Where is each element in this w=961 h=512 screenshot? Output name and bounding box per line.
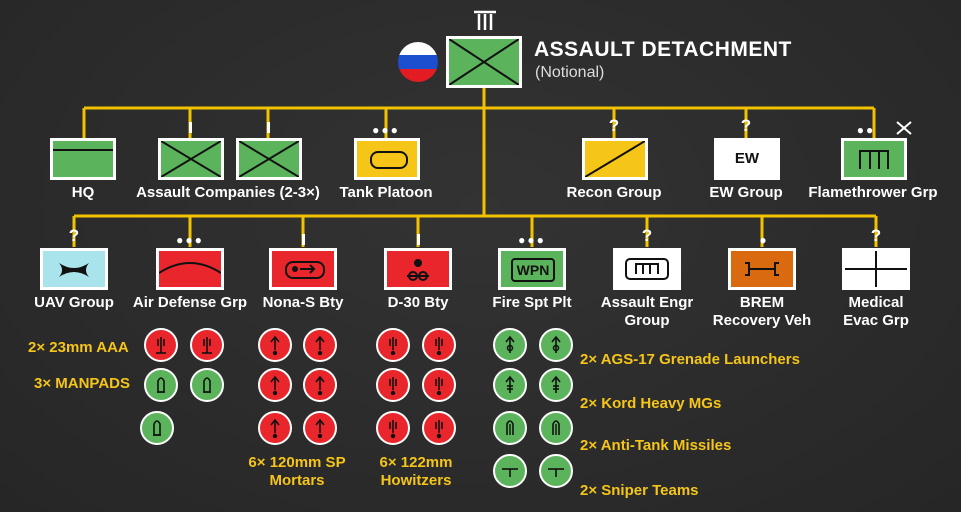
flamethrower-icon: [894, 120, 914, 136]
unknown-echelon-marker: ?: [608, 116, 620, 135]
howitzer-icon: [422, 328, 456, 362]
russia-flag-icon: [398, 42, 438, 82]
nona-s-bty-symbol: [269, 248, 337, 290]
equip-label-kord: 2× Kord Heavy MGs: [580, 395, 722, 412]
unknown-echelon-marker: ?: [68, 226, 80, 245]
equip-label-howitzers-2: Howitzers: [380, 472, 452, 489]
equip-label-manpads: 3× MANPADS: [34, 375, 130, 392]
equip-label-sniper: 2× Sniper Teams: [580, 482, 699, 499]
sp-mortar-icon: [303, 411, 337, 445]
sp-mortar-icon: [258, 328, 292, 362]
unknown-echelon-marker: ?: [870, 226, 882, 245]
label-medical-2: Evac Grp: [843, 312, 909, 329]
echelon-marker-platoon: ●●●: [372, 123, 400, 137]
label-brem-1: BREM: [739, 294, 785, 311]
hq-symbol: [50, 138, 116, 180]
flamethrower-grp-symbol: [841, 138, 907, 180]
label-air-defense-grp: Air Defense Grp: [132, 294, 248, 311]
label-recon-group: Recon Group: [566, 184, 662, 201]
aaa-gun-icon: [190, 328, 224, 362]
sp-mortar-icon: [303, 328, 337, 362]
echelon-marker-battery: [302, 234, 305, 245]
howitzer-icon: [376, 368, 410, 402]
sp-mortar-icon: [258, 411, 292, 445]
heavy-mg-icon: [493, 368, 527, 402]
label-tank-platoon: Tank Platoon: [339, 184, 433, 201]
unknown-echelon-marker: ?: [641, 226, 653, 245]
heavy-mg-icon: [539, 368, 573, 402]
echelon-marker-company: [189, 122, 192, 133]
equip-label-mortars-2: Mortars: [269, 472, 325, 489]
manpads-icon: [144, 368, 178, 402]
howitzer-icon: [376, 411, 410, 445]
label-d-30-bty: D-30 Bty: [387, 294, 449, 311]
equip-label-ags: 2× AGS-17 Grenade Launchers: [580, 351, 800, 368]
d-30-bty-symbol: [384, 248, 452, 290]
equip-label-mortars-1: 6× 120mm SP: [248, 454, 346, 471]
sp-mortar-icon: [303, 368, 337, 402]
echelon-marker-squad: ●: [759, 233, 769, 247]
assault-engr-group-symbol: [613, 248, 681, 290]
anti-tank-missile-icon: [493, 411, 527, 445]
sniper-team-icon: [539, 454, 573, 488]
echelon-marker-platoon: ●●●: [518, 233, 546, 247]
ew-symbol-text: EW: [734, 150, 760, 167]
manpads-icon: [190, 368, 224, 402]
medical-evac-grp-symbol: [842, 248, 910, 290]
grenade-launcher-icon: [539, 328, 573, 362]
sniper-team-icon: [493, 454, 527, 488]
echelon-marker-battery: [417, 234, 420, 245]
echelon-marker-platoon: ●●●: [176, 233, 204, 247]
anti-tank-missile-icon: [539, 411, 573, 445]
page-title: ASSAULT DETACHMENT: [534, 38, 792, 61]
fire-spt-plt-symbol: WPN: [498, 248, 566, 290]
grenade-launcher-icon: [493, 328, 527, 362]
label-hq: HQ: [71, 184, 95, 201]
label-assault-companies: Assault Companies (2-3×): [136, 184, 320, 201]
label-nona-s-bty: Nona-S Bty: [262, 294, 344, 311]
equip-label-howitzers-1: 6× 122mm: [379, 454, 453, 471]
recon-group-symbol: [582, 138, 648, 180]
label-flamethrower-grp: Flamethrower Grp: [808, 184, 938, 201]
page-subtitle: (Notional): [535, 64, 605, 81]
howitzer-icon: [422, 411, 456, 445]
howitzer-icon: [376, 328, 410, 362]
label-assault-engr-1: Assault Engr: [600, 294, 694, 311]
uav-group-symbol: [40, 248, 108, 290]
echelon-marker-section: ●●: [856, 123, 876, 137]
label-ew-group: EW Group: [709, 184, 783, 201]
brem-symbol: [728, 248, 796, 290]
echelon-marker-regiment: [474, 10, 496, 32]
equip-label-atgm: 2× Anti-Tank Missiles: [580, 437, 732, 454]
label-fire-spt-plt: Fire Spt Plt: [492, 294, 572, 311]
assault-company-symbol: [236, 138, 302, 180]
tank-platoon-symbol: [354, 138, 420, 180]
air-defense-grp-symbol: [156, 248, 224, 290]
equip-label-aaa: 2× 23mm AAA: [28, 339, 129, 356]
label-medical-1: Medical: [848, 294, 904, 311]
ew-group-symbol: EW: [714, 138, 780, 180]
unknown-echelon-marker: ?: [740, 116, 752, 135]
label-assault-engr-2: Group: [624, 312, 670, 329]
label-brem-2: Recovery Veh: [712, 312, 812, 329]
sp-mortar-icon: [258, 368, 292, 402]
label-uav-group: UAV Group: [34, 294, 114, 311]
aaa-gun-icon: [144, 328, 178, 362]
wpn-symbol-text: WPN: [511, 258, 555, 282]
manpads-icon: [140, 411, 174, 445]
assault-company-symbol: [158, 138, 224, 180]
echelon-marker-company: [267, 122, 270, 133]
assault-detachment-symbol: [446, 36, 522, 88]
howitzer-icon: [422, 368, 456, 402]
